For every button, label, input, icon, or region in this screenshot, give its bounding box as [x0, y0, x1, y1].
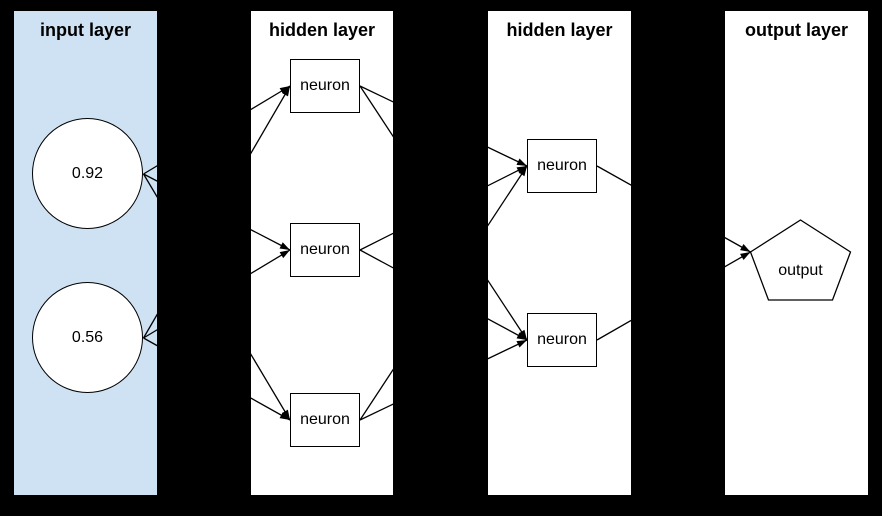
- input-node-2-value: 0.56: [71, 328, 104, 346]
- hidden2-neuron-1-label: neuron: [537, 157, 587, 174]
- hidden1-neuron-3-label: neuron: [300, 411, 350, 428]
- hidden2-neuron-2: neuron: [527, 313, 597, 367]
- input-layer-panel: input layer: [13, 10, 158, 496]
- input-node-1: 0.92: [32, 118, 143, 229]
- hidden1-neuron-2: neuron: [290, 223, 360, 277]
- hidden-layer-1-title: hidden layer: [268, 20, 376, 40]
- output-layer-panel: output layer: [724, 10, 869, 496]
- input-node-2: 0.56: [32, 282, 143, 393]
- output-node-label: output: [778, 262, 823, 279]
- hidden1-neuron-1-label: neuron: [300, 77, 350, 94]
- hidden1-neuron-3: neuron: [290, 393, 360, 447]
- hidden-layer-2-panel: hidden layer: [487, 10, 632, 496]
- hidden1-neuron-1: neuron: [290, 59, 360, 113]
- hidden2-neuron-2-label: neuron: [537, 331, 587, 348]
- output-layer-title: output layer: [744, 20, 848, 40]
- input-layer-title: input layer: [39, 20, 132, 40]
- hidden2-neuron-1: neuron: [527, 139, 597, 193]
- input-node-1-value: 0.92: [71, 164, 104, 182]
- hidden1-neuron-2-label: neuron: [300, 241, 350, 258]
- hidden-layer-2-title: hidden layer: [506, 20, 613, 40]
